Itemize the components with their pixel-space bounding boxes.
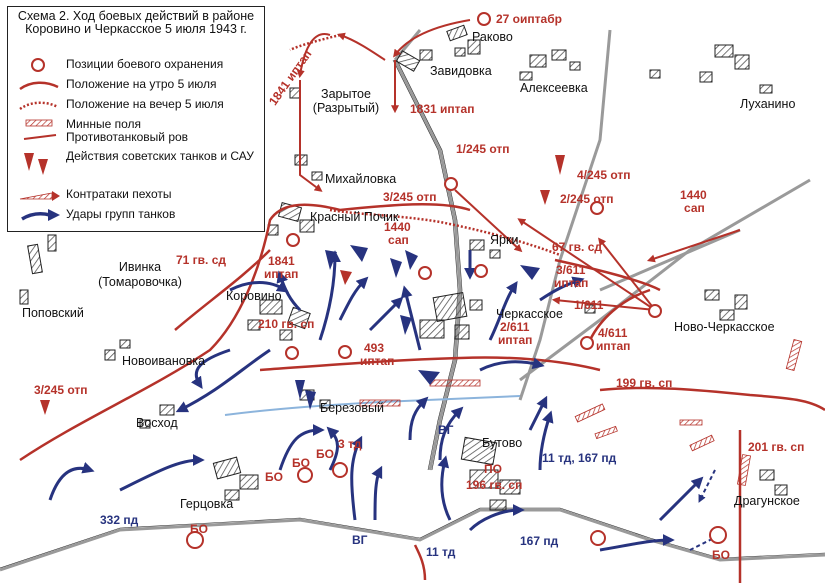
unit-27-oiptabr: 27 оиптабр — [496, 12, 562, 26]
road-edges — [0, 59, 825, 569]
soviet-morning-line — [19, 202, 825, 583]
unit-1841-iptap-center-sub: иптап — [264, 267, 299, 281]
unit-199-gv-sp: 199 гв. сп — [616, 376, 673, 390]
unit-3-611-iptap: 3/611 — [556, 263, 586, 277]
unit-3-245-otp-center: 3/245 отп — [383, 190, 437, 204]
unit-4-245-otp: 4/245 отп — [577, 168, 631, 182]
unit-1440-sap-east-sub: сап — [684, 201, 705, 215]
villages — [19, 24, 788, 511]
legend-label: Удары групп танков — [66, 207, 176, 221]
german-arrows — [48, 250, 704, 552]
place-zarytoe: Зарытое (Разрытый) — [312, 87, 380, 115]
legend-label: Контратаки пехоты — [66, 187, 172, 201]
unit-332-pd: 332 пд — [100, 513, 139, 527]
place-berezovy: Березовый — [320, 401, 384, 415]
morning-line-icon — [19, 81, 59, 91]
unit-1831-iptap: 1831 иптап — [410, 102, 475, 116]
unit-201-gv-sp: 201 гв. сп — [748, 440, 805, 454]
unit-1440-sap-east: 1440 — [680, 188, 707, 202]
unit-11-td: 11 тд — [426, 545, 456, 559]
legend-label: Действия советских танков и САУ — [66, 149, 254, 163]
unit-bo-east: БО — [712, 548, 730, 562]
minefield-icon — [23, 119, 57, 140]
legend-row-tank-strike: Удары групп танков — [16, 207, 261, 225]
unit-2-611-iptap: 2/611 — [500, 320, 530, 334]
unit-vg-center: ВГ — [438, 423, 454, 437]
evening-line-icon — [19, 101, 59, 111]
place-alekseevka: Алексеевка — [520, 81, 588, 95]
unit-210-gv-sp: 210 гв. сп — [258, 317, 315, 331]
legend-box: Схема 2. Ход боевых действий в районе Ко… — [7, 6, 265, 232]
unit-3-611-iptap-sub: иптап — [554, 276, 589, 290]
unit-4-611-iptap-sub: иптап — [596, 339, 631, 353]
unit-493-iptap-sub: иптап — [360, 354, 395, 368]
soviet-tanks-icon — [24, 153, 48, 175]
legend-row-morning: Положение на утро 5 июля — [16, 77, 261, 95]
unit-4-611-iptap: 4/611 — [598, 326, 628, 340]
unit-67-gv-sd: 67 гв. сд — [552, 240, 603, 254]
place-butovo: Бутово — [482, 436, 523, 450]
place-krasny-pochik: Красный Почик — [310, 210, 399, 224]
unit-2-611-iptap-sub: иптап — [498, 333, 533, 347]
unit-196-gv-sp: 196 гв. сп — [466, 478, 523, 492]
counterattack-icon — [19, 191, 60, 201]
unit-bo-south: БО — [190, 522, 208, 536]
unit-71-gv-sd: 71 гв. сд — [176, 253, 227, 267]
unit-2-245-otp: 2/245 отп — [560, 192, 614, 206]
legend-label: Положение на утро 5 июля — [66, 77, 217, 91]
place-novo-cherkasskoe: Ново-Черкасское — [674, 320, 775, 334]
place-cherkasskoe: Черкасское — [496, 307, 563, 321]
unit-bo-west: БО — [265, 470, 283, 484]
unit-3-td: 3 тд — [338, 437, 362, 451]
legend-row-minefield: Минные поля Противотанковый ров — [16, 117, 261, 147]
unit-1440-sap-center-sub: сап — [388, 233, 409, 247]
minefields — [359, 338, 803, 486]
unit-167-pd: 167 пд — [520, 534, 559, 548]
legend-label: Минные поля Противотанковый ров — [66, 117, 189, 144]
unit-1841-iptap-center: 1841 — [268, 254, 295, 268]
place-yarki: Ярки — [490, 233, 519, 247]
legend-label: Позиции боевого охранения — [66, 57, 224, 71]
place-zavidovka: Завидовка — [430, 64, 492, 78]
unit-vg-south: ВГ — [352, 533, 368, 547]
unit-1440-sap-center: 1440 — [384, 220, 411, 234]
legend-row-counterattack: Контратаки пехоты — [16, 187, 261, 205]
legend-row-evening: Положение на вечер 5 июля — [16, 97, 261, 115]
unit-493-iptap: 493 — [364, 341, 385, 355]
place-lukhanino: Луханино — [740, 97, 796, 111]
outpost-circles — [186, 12, 727, 549]
legend-label: Положение на вечер 5 июля — [66, 97, 224, 111]
soviet-arrows — [296, 19, 741, 311]
unit-1-245-otp: 1/245 отп — [456, 142, 510, 156]
unit-1-611: 1/611 — [574, 298, 604, 312]
place-novoivanovka: Новоивановка — [122, 354, 206, 368]
tank-blocks — [295, 245, 540, 410]
unit-11-td-167-pd: 11 тд, 167 пд — [542, 451, 617, 465]
unit-3-245-otp-west: 3/245 отп — [34, 383, 88, 397]
place-dragunskoe: Драгунское — [734, 494, 800, 508]
place-korovino: Коровино — [226, 289, 282, 303]
unit-po: ПО — [484, 462, 502, 476]
outpost-icon — [31, 58, 45, 72]
legend-row-soviet-tanks: Действия советских танков и САУ — [16, 149, 261, 179]
place-voskhod: Восход — [136, 416, 178, 430]
unit-bo-center-1: БО — [292, 456, 310, 470]
place-gertsovka: Герцовка — [180, 497, 234, 511]
soviet-tank-markers — [40, 155, 565, 415]
tank-strike-icon — [21, 209, 60, 221]
place-mikhailovka: Михайловка — [325, 172, 397, 186]
place-ivinka: Ивинка (Томаровочка) — [98, 260, 182, 289]
map-title: Схема 2. Ход боевых действий в районе Ко… — [17, 9, 255, 36]
legend-row-outpost: Позиции боевого охранения — [16, 57, 261, 75]
place-rakovo: Раково — [472, 30, 513, 44]
unit-bo-center-2: БО — [316, 447, 334, 461]
place-popovsky: Поповский — [22, 306, 84, 320]
